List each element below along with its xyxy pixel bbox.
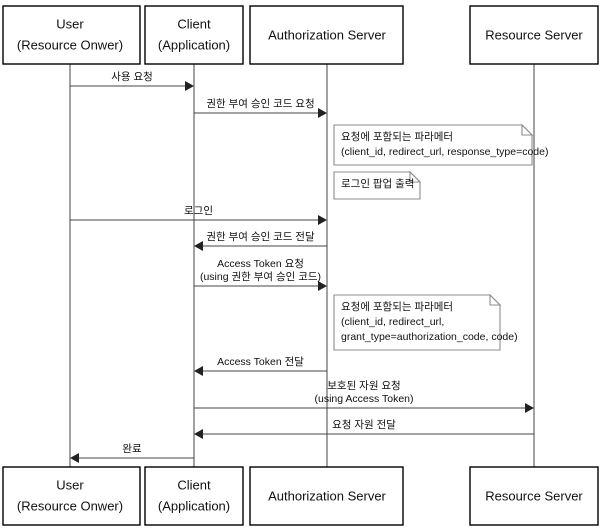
actor-label-line1: Authorization Server: [268, 27, 386, 42]
message-label: (using 권한 부여 승인 코드): [200, 271, 321, 283]
actor-client-header[interactable]: Client (Application): [144, 5, 244, 65]
actor-label-line1: Resource Server: [485, 488, 583, 503]
actor-box-resource_server: [469, 5, 599, 65]
actor-box-user: [2, 466, 141, 526]
actor-box-resource_server: [469, 466, 599, 526]
note-body: [333, 294, 501, 351]
note-token-request-params: 요청에 포함되는 파라메터 (client_id, redirect_url,gr…: [333, 293, 518, 351]
msg-access-token-delivery: Access Token 전달: [194, 356, 327, 376]
actor-label-line2: (Resource Onwer): [17, 498, 123, 513]
note-body: [333, 124, 533, 166]
message-label: 보호된 자원 요청: [327, 380, 400, 392]
actor-label-line1: User: [56, 477, 84, 492]
note-login-popup: 로그인 팝업 출력: [333, 170, 422, 200]
actor-resource_server-header[interactable]: Resource Server: [469, 5, 599, 65]
message-arrowhead: [70, 453, 79, 463]
actor-auth_server-footer[interactable]: Authorization Server: [249, 466, 404, 526]
actor-box-auth_server: [249, 466, 404, 526]
actor-client-footer[interactable]: Client (Application): [144, 466, 244, 526]
message-label: Access Token 전달: [217, 356, 304, 368]
message-label: 요청 자원 전달: [332, 419, 396, 431]
msg-complete: 완료: [70, 442, 194, 463]
actor-label-line2: (Resource Onwer): [17, 37, 123, 52]
actor-box-client: [144, 466, 244, 526]
actor-label-line2: (Application): [158, 498, 230, 513]
note-text-line: 로그인 팝업 출력: [341, 177, 414, 190]
note-text-line: (client_id, redirect_url, response_type=…: [341, 146, 549, 158]
actor-label-line1: User: [56, 16, 84, 31]
msg-auth-code-delivery: 권한 부여 승인 코드 전달: [194, 231, 327, 251]
msg-use-request: 사용 요청: [70, 71, 194, 91]
actor-box-client: [144, 5, 244, 65]
note-text-line: (client_id, redirect_url,: [341, 316, 444, 328]
actor-box-user: [2, 5, 141, 65]
message-label: 로그인: [184, 205, 213, 217]
message-label: Access Token 요청: [217, 258, 304, 270]
actor-label-line1: Client: [177, 16, 211, 31]
message-arrowhead: [194, 241, 203, 251]
actor-label-line1: Client: [177, 477, 211, 492]
note-text-line: 요청에 포함되는 파라메터: [341, 131, 453, 143]
message-label: 권한 부여 승인 코드 전달: [206, 231, 315, 243]
message-arrowhead: [185, 81, 194, 91]
actor-label-line1: Authorization Server: [268, 488, 386, 503]
message-arrowhead: [318, 281, 327, 291]
footer-actors-layer: User (Resource Onwer) Client (Application) A…: [2, 466, 599, 526]
message-label: 사용 요청: [111, 71, 153, 83]
actor-user-header[interactable]: User (Resource Onwer): [2, 5, 141, 65]
actor-auth_server-header[interactable]: Authorization Server: [249, 5, 404, 65]
msg-auth-code-request: 권한 부여 승인 코드 요청: [194, 98, 327, 118]
message-arrowhead: [194, 366, 203, 376]
actor-resource_server-footer[interactable]: Resource Server: [469, 466, 599, 526]
msg-access-token-request: Access Token 요청(using 권한 부여 승인 코드): [194, 258, 327, 291]
lifelines-layer: [69, 64, 535, 467]
actor-box-auth_server: [249, 5, 404, 65]
note-auth-request-params: 요청에 포함되는 파라메터 (client_id, redirect_url, r…: [333, 123, 549, 166]
header-actors-layer: User (Resource Onwer) Client (Application) A…: [2, 5, 599, 65]
msg-resource-delivery: 요청 자원 전달: [194, 419, 534, 439]
message-label: 완료: [122, 442, 142, 455]
message-arrowhead: [318, 215, 327, 225]
note-text-line: grant_type=authorization_code, code): [341, 331, 518, 343]
message-label: (using Access Token): [314, 393, 413, 405]
actor-label-line2: (Application): [158, 37, 230, 52]
msg-login: 로그인: [70, 205, 327, 225]
actor-label-line1: Resource Server: [485, 27, 583, 42]
note-fold-corner-icon: [409, 170, 422, 183]
note-text-line: 요청에 포함되는 파라메터: [341, 301, 453, 313]
message-arrowhead: [318, 108, 327, 118]
note-fold-corner-icon: [489, 293, 502, 306]
note-fold-corner-icon: [521, 123, 534, 136]
message-label: 권한 부여 승인 코드 요청: [206, 98, 314, 110]
message-arrowhead: [194, 429, 203, 439]
note-body: [333, 171, 421, 200]
message-arrowhead: [525, 403, 534, 413]
notes-layer: 요청에 포함되는 파라메터 (client_id, redirect_url, r…: [333, 123, 549, 351]
actor-user-footer[interactable]: User (Resource Onwer): [2, 466, 141, 526]
msg-protected-resource-request: 보호된 자원 요청(using Access Token): [194, 380, 534, 413]
